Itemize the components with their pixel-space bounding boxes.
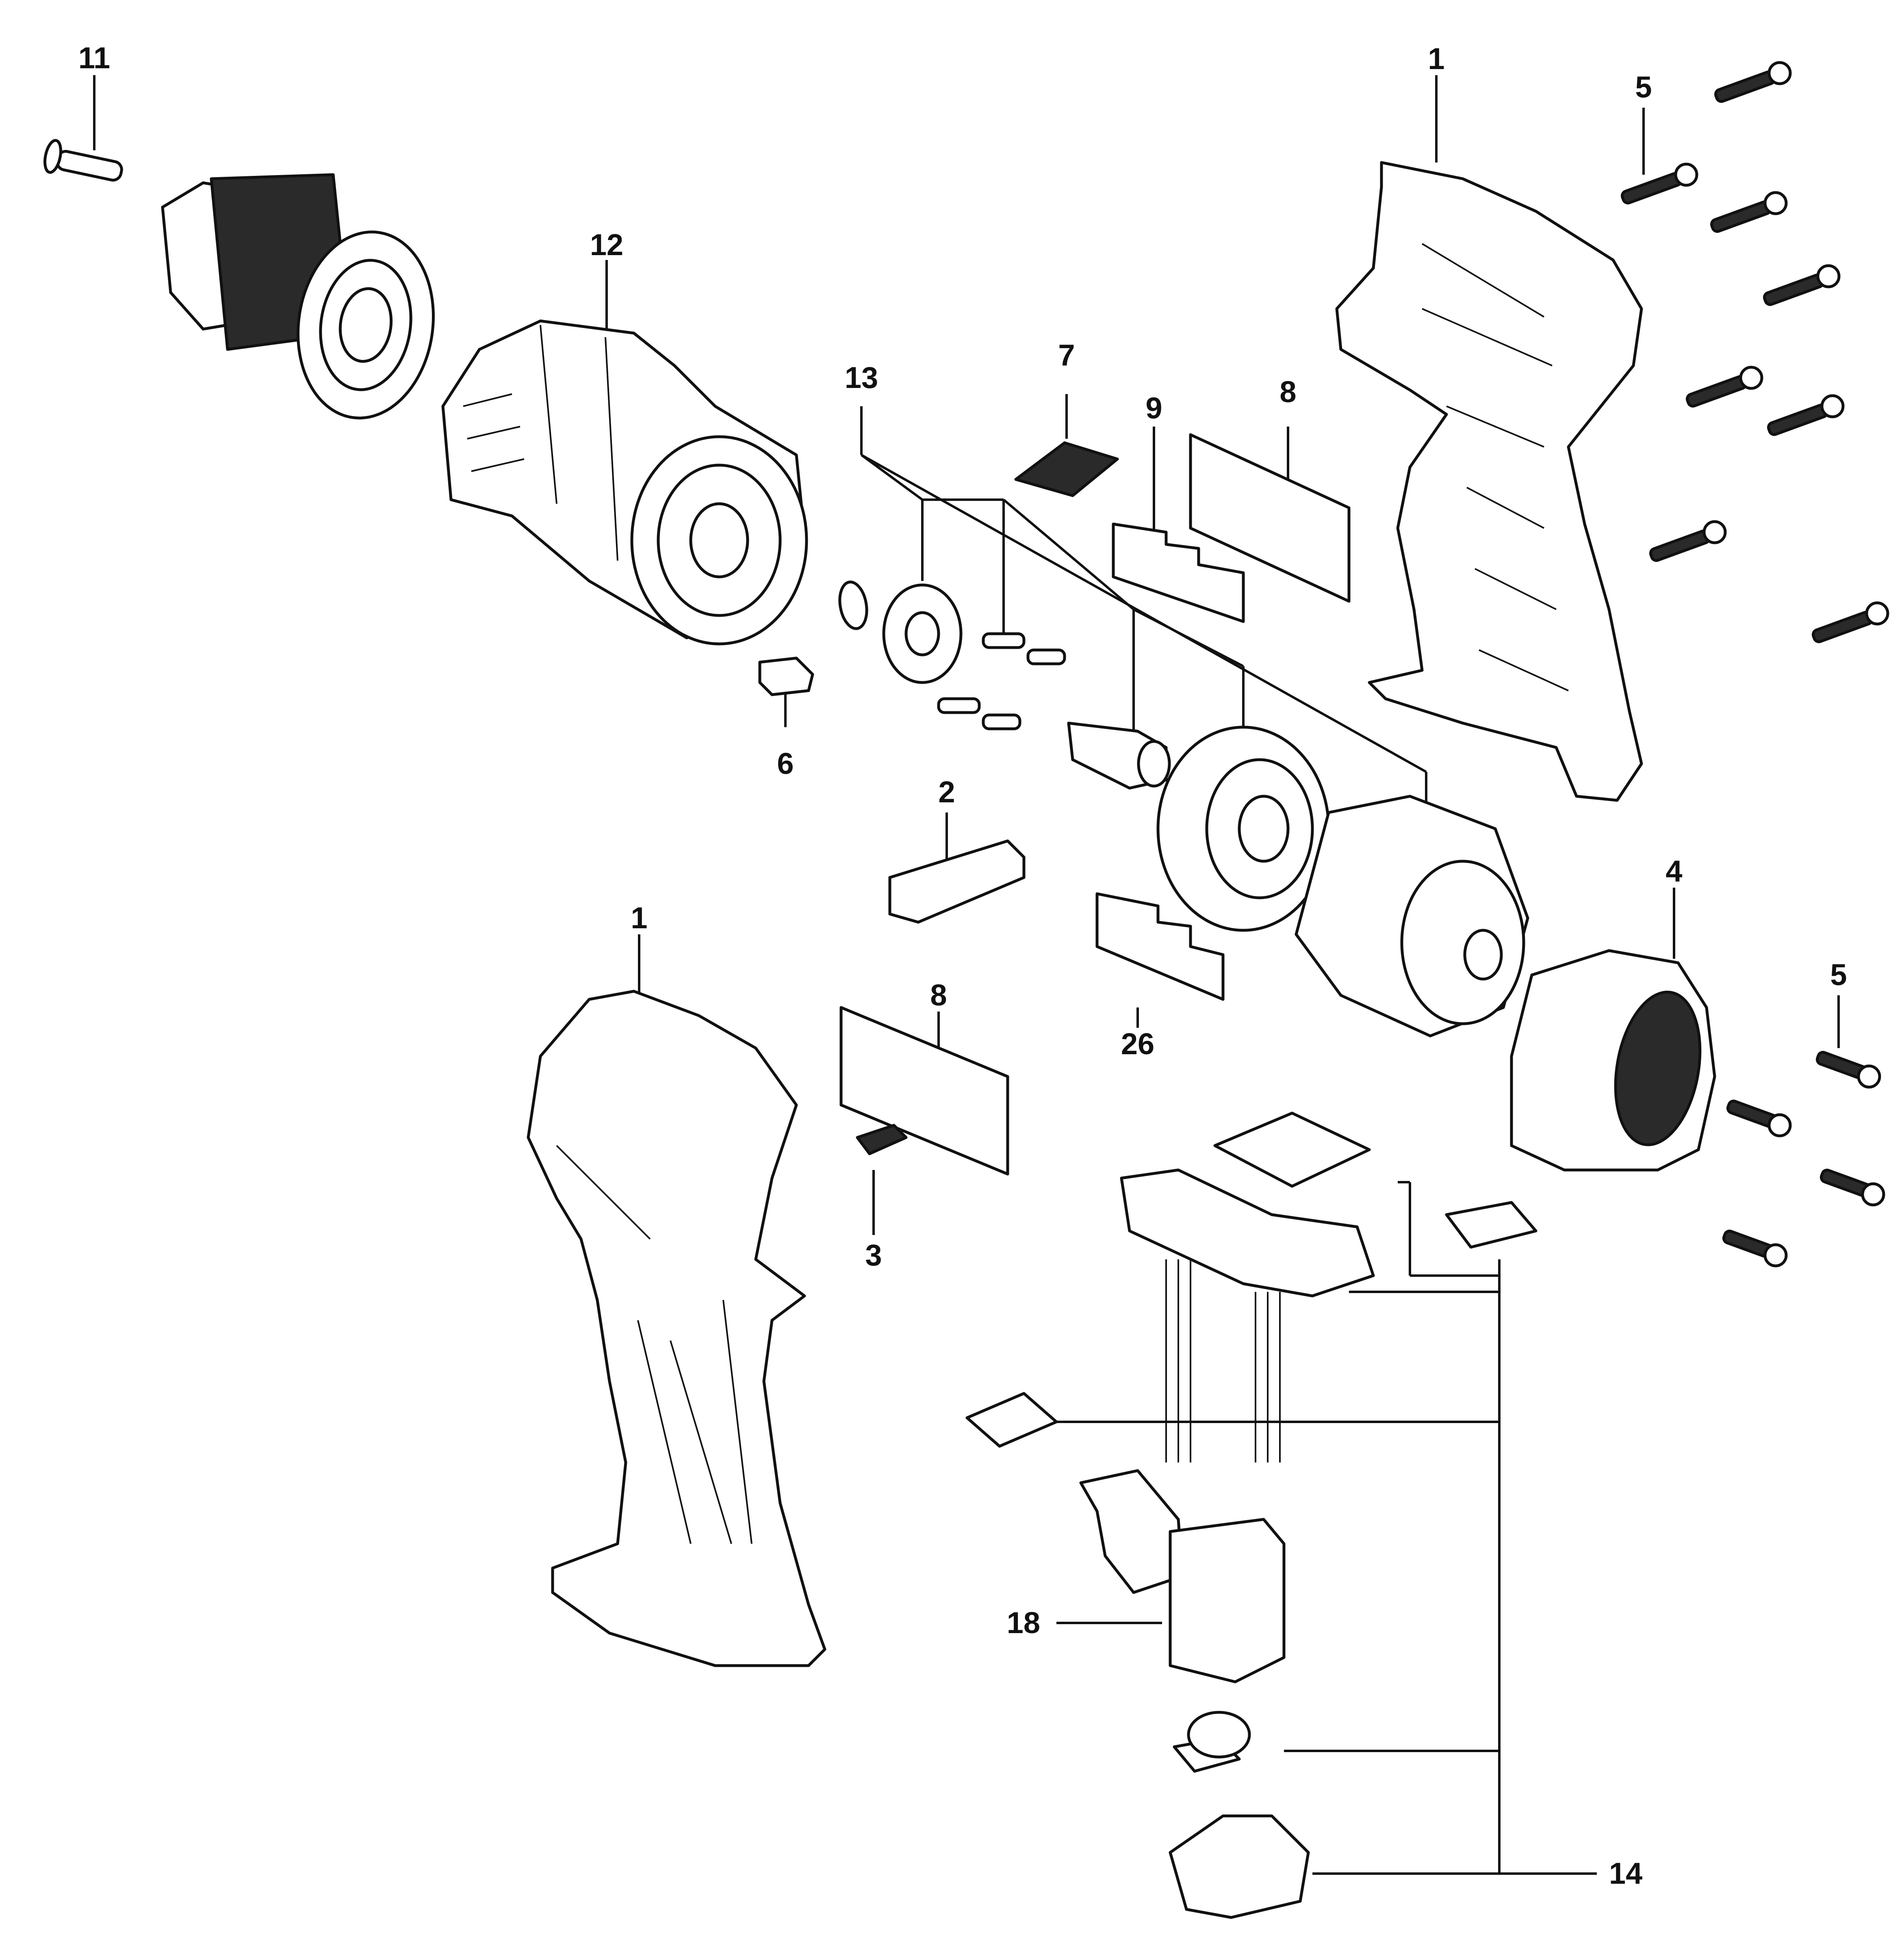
part-keyless-chuck (161, 173, 435, 420)
part-ring-13 (838, 581, 963, 684)
part-foam-9 (1112, 522, 1245, 623)
callout-26: 26 (1121, 1027, 1154, 1061)
part-motor-flange (1156, 726, 1330, 932)
part-gearbox-12 (441, 319, 808, 646)
callout-9: 9 (1145, 391, 1162, 425)
part-foam-8-bottom (839, 1006, 1009, 1176)
part-housing-1-left (527, 990, 826, 1667)
part-housing-1-right (1335, 161, 1643, 802)
callout-labels: 11 12 13 7 9 8 1 5 6 2 4 5 1 8 26 3 18 1… (78, 41, 1847, 1890)
callout-8-bottom: 8 (930, 978, 947, 1012)
part-slider-2 (888, 839, 1026, 924)
callout-1-left: 1 (631, 901, 647, 935)
part-small-pins (937, 632, 1066, 730)
part-clip-6 (758, 656, 814, 696)
callout-6: 6 (777, 747, 794, 780)
callout-2: 2 (938, 775, 955, 809)
parts (43, 61, 1889, 1919)
callout-18: 18 (1007, 1606, 1040, 1640)
part-battery-board (1169, 1814, 1310, 1919)
callout-13: 13 (845, 361, 878, 394)
part-foam-8-top (1189, 433, 1351, 603)
part-pcb-assembly (965, 1111, 1538, 1462)
part-capacitor (1173, 1711, 1251, 1773)
part-pin-11 (43, 139, 123, 182)
callout-5-top: 5 (1635, 70, 1652, 104)
callout-1-top: 1 (1428, 42, 1444, 76)
callout-7: 7 (1058, 338, 1075, 372)
part-screws-5-top (1620, 61, 1889, 643)
callout-5-right: 5 (1830, 958, 1847, 992)
callout-12: 12 (590, 228, 623, 262)
part-switch-3 (856, 1124, 908, 1155)
part-foam-26 (1095, 892, 1225, 1001)
part-motor-stator (1295, 795, 1529, 1038)
callout-11-top: 11 (78, 41, 110, 75)
part-trigger-switch-18 (1079, 1469, 1286, 1683)
part-spindle (1067, 721, 1171, 790)
callout-8-top: 8 (1279, 375, 1296, 409)
part-rear-cap-4 (1510, 949, 1716, 1172)
callout-4: 4 (1665, 854, 1682, 888)
part-screws-5-right (1722, 1051, 1885, 1267)
callout-3: 3 (865, 1238, 882, 1272)
callout-14: 14 (1609, 1857, 1642, 1890)
part-pad-7 (1014, 441, 1119, 497)
